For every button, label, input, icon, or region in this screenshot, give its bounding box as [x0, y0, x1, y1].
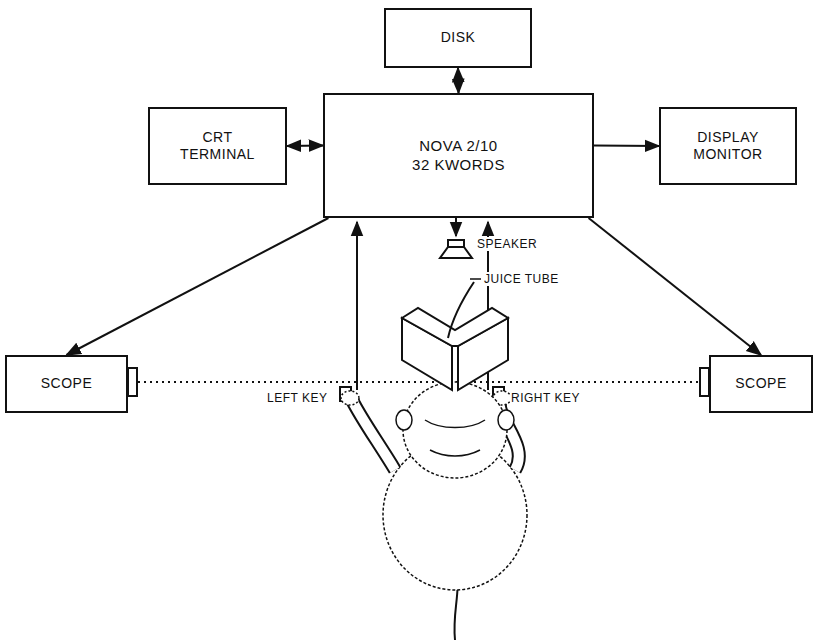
- connector-arrow: [287, 145, 323, 148]
- tube-label: JUICE TUBE: [483, 272, 560, 286]
- scope-face: [700, 368, 709, 396]
- monkey: [341, 382, 527, 640]
- viewing-box: [402, 308, 508, 390]
- juice-tube: [448, 282, 474, 338]
- speaker-wire: [455, 218, 457, 236]
- connector-arrow: [457, 68, 460, 93]
- computer-box: NOVA 2/10 32 KWORDS: [323, 93, 594, 218]
- connector-arrow: [594, 145, 659, 148]
- scope-face: [128, 368, 137, 396]
- key-label: LEFT KEY: [266, 391, 328, 405]
- box-text: CRT TERMINAL: [177, 129, 259, 164]
- speaker-label: SPEAKER: [476, 237, 538, 251]
- monitor-box: DISPLAY MONITOR: [659, 107, 797, 185]
- box-text: SCOPE: [735, 375, 787, 393]
- connector-arrow: [589, 218, 761, 355]
- terminal-box: CRT TERMINAL: [148, 107, 287, 185]
- scope-box: SCOPE: [5, 355, 128, 413]
- connector-arrow: [67, 218, 329, 355]
- storage-box: DISK: [384, 8, 532, 68]
- sight-line: [138, 381, 699, 383]
- speaker-symbol: [448, 240, 464, 247]
- box-text: SCOPE: [41, 375, 93, 393]
- box-text: NOVA 2/10 32 KWORDS: [412, 137, 506, 175]
- leader-line: [470, 278, 481, 280]
- box-text: DISK: [441, 29, 476, 47]
- key-label: RIGHT KEY: [510, 391, 581, 405]
- key-wire: [356, 222, 358, 390]
- box-text: DISPLAY MONITOR: [687, 129, 769, 164]
- speaker-symbol: [440, 247, 472, 258]
- scope-box: SCOPE: [709, 355, 813, 413]
